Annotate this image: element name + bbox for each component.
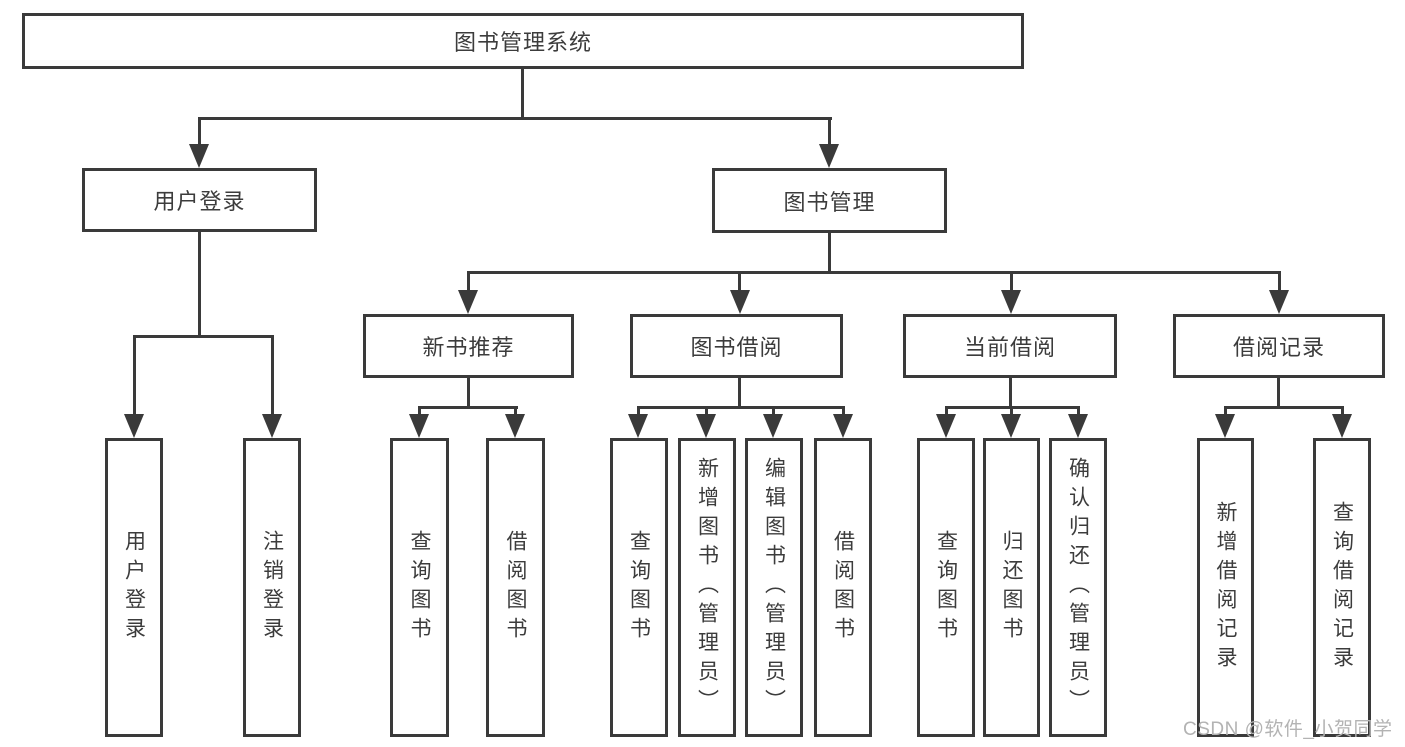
arrow-down-icon — [819, 144, 839, 168]
leaf-add-borrow-record: 新增借阅记录 — [1197, 438, 1254, 737]
edge-book-management-stem — [828, 233, 831, 272]
edge-to-borrow-records — [1278, 271, 1281, 292]
edge-to-leaf-query-books-3 — [945, 406, 948, 416]
edge-to-leaf-query-books-2 — [637, 406, 640, 416]
leaf-query-books-current: 查询图书 — [917, 438, 975, 737]
node-label: 借阅图书 — [504, 529, 527, 646]
csdn-watermark: CSDN @软件_小贺同学 — [1183, 719, 1393, 740]
arrow-down-icon — [628, 414, 648, 438]
node-label: 图书管理 — [783, 189, 876, 215]
edge-to-leaf-query-books-1 — [418, 406, 421, 416]
edge-borrow-records-hbar — [1224, 406, 1344, 409]
node-library-management-system: 图书管理系统 — [22, 13, 1024, 69]
node-label: 查询图书 — [934, 529, 958, 646]
arrow-down-icon — [696, 414, 716, 438]
arrow-down-icon — [730, 290, 750, 314]
node-book-management-branch: 图书管理 — [712, 168, 947, 233]
node-label: 查询图书 — [627, 529, 651, 646]
node-label: 归还图书 — [1000, 529, 1023, 646]
arrow-down-icon — [505, 414, 525, 438]
leaf-query-borrow-record: 查询借阅记录 — [1313, 438, 1371, 737]
leaf-query-books-recommend: 查询图书 — [390, 438, 449, 737]
arrow-down-icon — [763, 414, 783, 438]
node-label: 新书推荐 — [422, 335, 515, 360]
edge-to-leaf-add-borrow-record — [1224, 406, 1227, 416]
node-label: 注销登录 — [260, 529, 284, 646]
edge-to-leaf-user-login — [133, 335, 136, 416]
arrow-down-icon — [1001, 290, 1021, 314]
leaf-edit-book-admin: 编辑图书（管理员） — [745, 438, 803, 737]
edge-to-current-borrow — [1010, 271, 1013, 292]
edge-to-leaf-borrow-books-2 — [842, 406, 845, 416]
leaf-query-books-borrow: 查询图书 — [610, 438, 668, 737]
node-new-book-recommend: 新书推荐 — [363, 314, 574, 378]
edge-to-leaf-query-borrow-record — [1341, 406, 1344, 416]
edge-root-hbar — [198, 117, 832, 120]
leaf-confirm-return-admin: 确认归还（管理员） — [1049, 438, 1107, 737]
arrow-down-icon — [1269, 290, 1289, 314]
edge-to-leaf-confirm-return — [1077, 406, 1080, 416]
node-current-borrow: 当前借阅 — [903, 314, 1117, 378]
edge-book-borrow-hbar — [637, 406, 845, 409]
node-book-borrow: 图书借阅 — [630, 314, 843, 378]
arrow-down-icon — [1215, 414, 1235, 438]
arrow-down-icon — [458, 290, 478, 314]
leaf-user-login: 用户登录 — [105, 438, 163, 737]
arrow-down-icon — [262, 414, 282, 438]
edge-new-book-recommend-hbar — [418, 406, 518, 409]
node-label: 借阅记录 — [1232, 335, 1325, 360]
arrow-down-icon — [409, 414, 429, 438]
edge-to-leaf-logout — [271, 335, 274, 416]
edge-to-new-book-recommend — [467, 271, 470, 292]
arrow-down-icon — [189, 144, 209, 168]
leaf-borrow-books-borrow: 借阅图书 — [814, 438, 872, 737]
node-label: 用户登录 — [122, 529, 146, 646]
edge-user-login-hbar — [133, 335, 274, 338]
edge-to-leaf-return-book — [1010, 406, 1013, 416]
edge-new-book-recommend-stem — [467, 378, 470, 407]
arrow-down-icon — [833, 414, 853, 438]
edge-to-leaf-borrow-books-1 — [514, 406, 517, 416]
node-label: 编辑图书（管理员） — [762, 457, 786, 718]
arrow-down-icon — [1332, 414, 1352, 438]
leaf-borrow-books-recommend: 借阅图书 — [486, 438, 545, 737]
arrow-down-icon — [1001, 414, 1021, 438]
node-label: 用户登录 — [153, 189, 246, 214]
node-label: 查询借阅记录 — [1330, 500, 1354, 675]
edge-book-borrow-stem — [738, 378, 741, 407]
node-label: 图书管理系统 — [453, 30, 592, 55]
node-user-login-branch: 用户登录 — [82, 168, 317, 232]
edge-to-book-borrow — [738, 271, 741, 292]
node-label: 新增图书（管理员） — [695, 457, 719, 718]
edge-book-management-hbar — [467, 271, 1281, 274]
leaf-add-book-admin: 新增图书（管理员） — [678, 438, 736, 737]
leaf-logout: 注销登录 — [243, 438, 301, 737]
node-label: 确认归还（管理员） — [1066, 457, 1090, 718]
arrow-down-icon — [936, 414, 956, 438]
edge-to-leaf-edit-book — [772, 406, 775, 416]
edge-root-stem — [521, 69, 524, 118]
edge-to-leaf-add-book — [705, 406, 708, 416]
node-label: 借阅图书 — [831, 529, 855, 646]
node-borrow-records: 借阅记录 — [1173, 314, 1385, 378]
node-label: 当前借阅 — [963, 335, 1056, 360]
edge-root-to-user-login — [198, 117, 201, 146]
node-label: 图书借阅 — [690, 335, 783, 360]
arrow-down-icon — [124, 414, 144, 438]
node-label: 查询图书 — [408, 529, 431, 646]
leaf-return-book: 归还图书 — [983, 438, 1040, 737]
edge-user-login-stem — [198, 232, 201, 336]
arrow-down-icon — [1068, 414, 1088, 438]
edge-current-borrow-stem — [1009, 378, 1012, 407]
node-label: 新增借阅记录 — [1214, 500, 1237, 675]
edge-root-to-book-management — [828, 117, 831, 146]
edge-borrow-records-stem — [1277, 378, 1280, 407]
